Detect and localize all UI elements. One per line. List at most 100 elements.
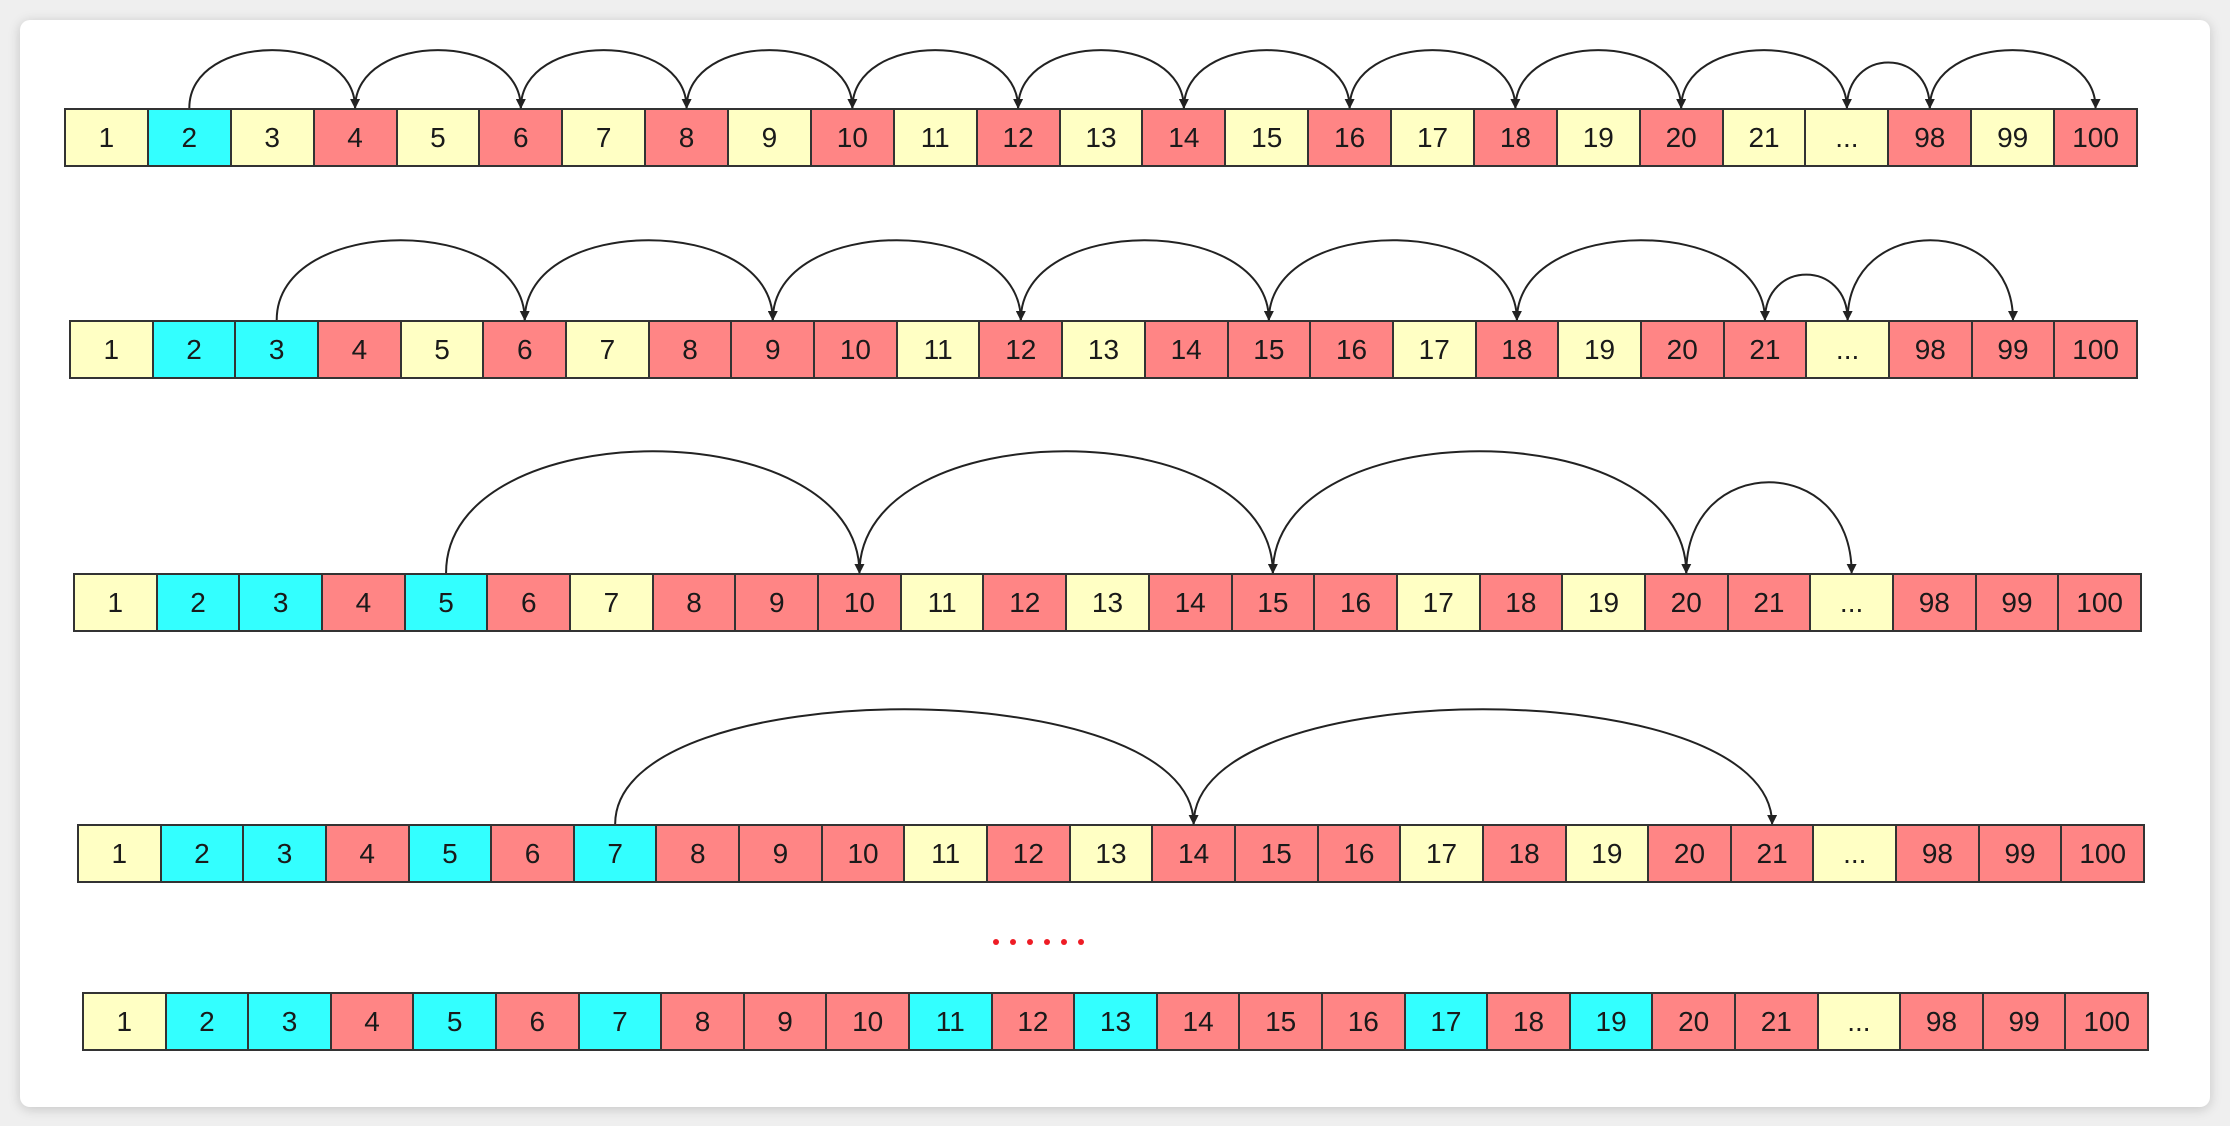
ellipsis-dot xyxy=(1027,939,1033,945)
number-cell: 3 xyxy=(238,573,324,632)
number-cell: 7 xyxy=(577,992,663,1051)
number-cell: 18 xyxy=(1478,573,1564,632)
number-cell: 5 xyxy=(403,573,489,632)
number-cell: 6 xyxy=(490,824,575,883)
number-cell: 10 xyxy=(817,573,902,632)
diagram-card xyxy=(20,20,2210,1107)
number-cell: 9 xyxy=(730,320,816,379)
number-cell: 7 xyxy=(561,108,647,167)
number-cell: 10 xyxy=(809,108,895,167)
number-cell: 19 xyxy=(1564,824,1650,883)
number-cell: 5 xyxy=(395,108,481,167)
number-cell: 20 xyxy=(1638,108,1724,167)
number-cell: 9 xyxy=(738,824,823,883)
number-cell: 2 xyxy=(146,108,232,167)
number-cell: 100 xyxy=(2053,320,2138,379)
number-cell: 21 xyxy=(1726,573,1812,632)
number-cell: 1 xyxy=(64,108,149,167)
number-cell: 9 xyxy=(727,108,812,167)
number-cell: 12 xyxy=(982,573,1068,632)
number-cell: 15 xyxy=(1230,573,1316,632)
number-cell: 4 xyxy=(312,108,398,167)
number-cell: 12 xyxy=(975,108,1061,167)
number-cell: 18 xyxy=(1474,320,1560,379)
number-cell: 17 xyxy=(1390,108,1475,167)
number-cell: 17 xyxy=(1391,320,1477,379)
number-cell: 18 xyxy=(1481,824,1567,883)
number-cell: 15 xyxy=(1233,824,1319,883)
number-cell: 5 xyxy=(412,992,497,1051)
ellipsis-dot xyxy=(1061,939,1067,945)
number-cell: 14 xyxy=(1143,320,1229,379)
ellipsis-dot xyxy=(1044,939,1050,945)
number-cell: 21 xyxy=(1734,992,1819,1051)
number-cell: 19 xyxy=(1561,573,1646,632)
number-cell: 1 xyxy=(73,573,158,632)
number-cell: 9 xyxy=(734,573,820,632)
number-cell: 17 xyxy=(1403,992,1489,1051)
number-cell: 6 xyxy=(486,573,572,632)
number-cell: 16 xyxy=(1316,824,1402,883)
number-cell: 20 xyxy=(1651,992,1736,1051)
number-cell: 11 xyxy=(892,108,978,167)
number-cell: 19 xyxy=(1568,992,1654,1051)
number-cell: 16 xyxy=(1321,992,1406,1051)
number-cell: 99 xyxy=(1970,108,2056,167)
number-cell: ... xyxy=(1809,573,1894,632)
ellipsis-dot xyxy=(1010,939,1016,945)
number-cell: 2 xyxy=(155,573,241,632)
number-cell: 19 xyxy=(1557,320,1642,379)
number-cell: 3 xyxy=(234,320,320,379)
number-cell: 5 xyxy=(407,824,493,883)
number-cell: 98 xyxy=(1887,108,1973,167)
number-cell: 3 xyxy=(229,108,315,167)
number-cell: 11 xyxy=(908,992,993,1051)
number-cell: 11 xyxy=(903,824,989,883)
number-cell: 21 xyxy=(1722,320,1808,379)
number-cell: 5 xyxy=(399,320,485,379)
number-cell: 4 xyxy=(324,824,410,883)
number-cell: 8 xyxy=(660,992,745,1051)
number-cell: 4 xyxy=(317,320,402,379)
number-cell: 100 xyxy=(2064,992,2149,1051)
number-cell: 1 xyxy=(69,320,154,379)
number-cell: 99 xyxy=(1974,573,2060,632)
number-cell: 9 xyxy=(742,992,828,1051)
number-cell: 99 xyxy=(1970,320,2056,379)
number-cell: 7 xyxy=(565,320,650,379)
number-cell: 1 xyxy=(82,992,167,1051)
number-cell: ... xyxy=(1812,824,1898,883)
number-cell: 17 xyxy=(1395,573,1481,632)
number-cell: 10 xyxy=(813,320,898,379)
number-cell: 6 xyxy=(495,992,580,1051)
number-cell: 6 xyxy=(482,320,568,379)
number-cell: 20 xyxy=(1639,320,1725,379)
number-cell: 10 xyxy=(820,824,906,883)
number-cell: 98 xyxy=(1887,320,1973,379)
number-cell: 13 xyxy=(1061,320,1146,379)
number-cell: 17 xyxy=(1399,824,1484,883)
number-cell: 11 xyxy=(895,320,981,379)
number-cell: 13 xyxy=(1068,824,1154,883)
number-cell: 16 xyxy=(1307,108,1393,167)
number-cell: 98 xyxy=(1895,824,1980,883)
number-cell: 6 xyxy=(478,108,564,167)
number-cell: 8 xyxy=(655,824,741,883)
number-cell: 15 xyxy=(1224,108,1310,167)
ellipsis-dot xyxy=(1078,939,1084,945)
number-cell: ... xyxy=(1805,320,1890,379)
number-cell: 7 xyxy=(569,573,654,632)
number-cell: 4 xyxy=(321,573,406,632)
number-cell: 19 xyxy=(1555,108,1641,167)
number-cell: 7 xyxy=(572,824,658,883)
number-cell: 14 xyxy=(1147,573,1233,632)
number-cell: 12 xyxy=(978,320,1064,379)
number-cell: 12 xyxy=(990,992,1076,1051)
number-cell: 99 xyxy=(1977,824,2063,883)
number-cell: ... xyxy=(1816,992,1902,1051)
number-cell: 100 xyxy=(2053,108,2138,167)
number-cell: 100 xyxy=(2060,824,2145,883)
number-cell: 12 xyxy=(986,824,1071,883)
number-cell: 10 xyxy=(825,992,910,1051)
number-cell: 20 xyxy=(1647,824,1732,883)
